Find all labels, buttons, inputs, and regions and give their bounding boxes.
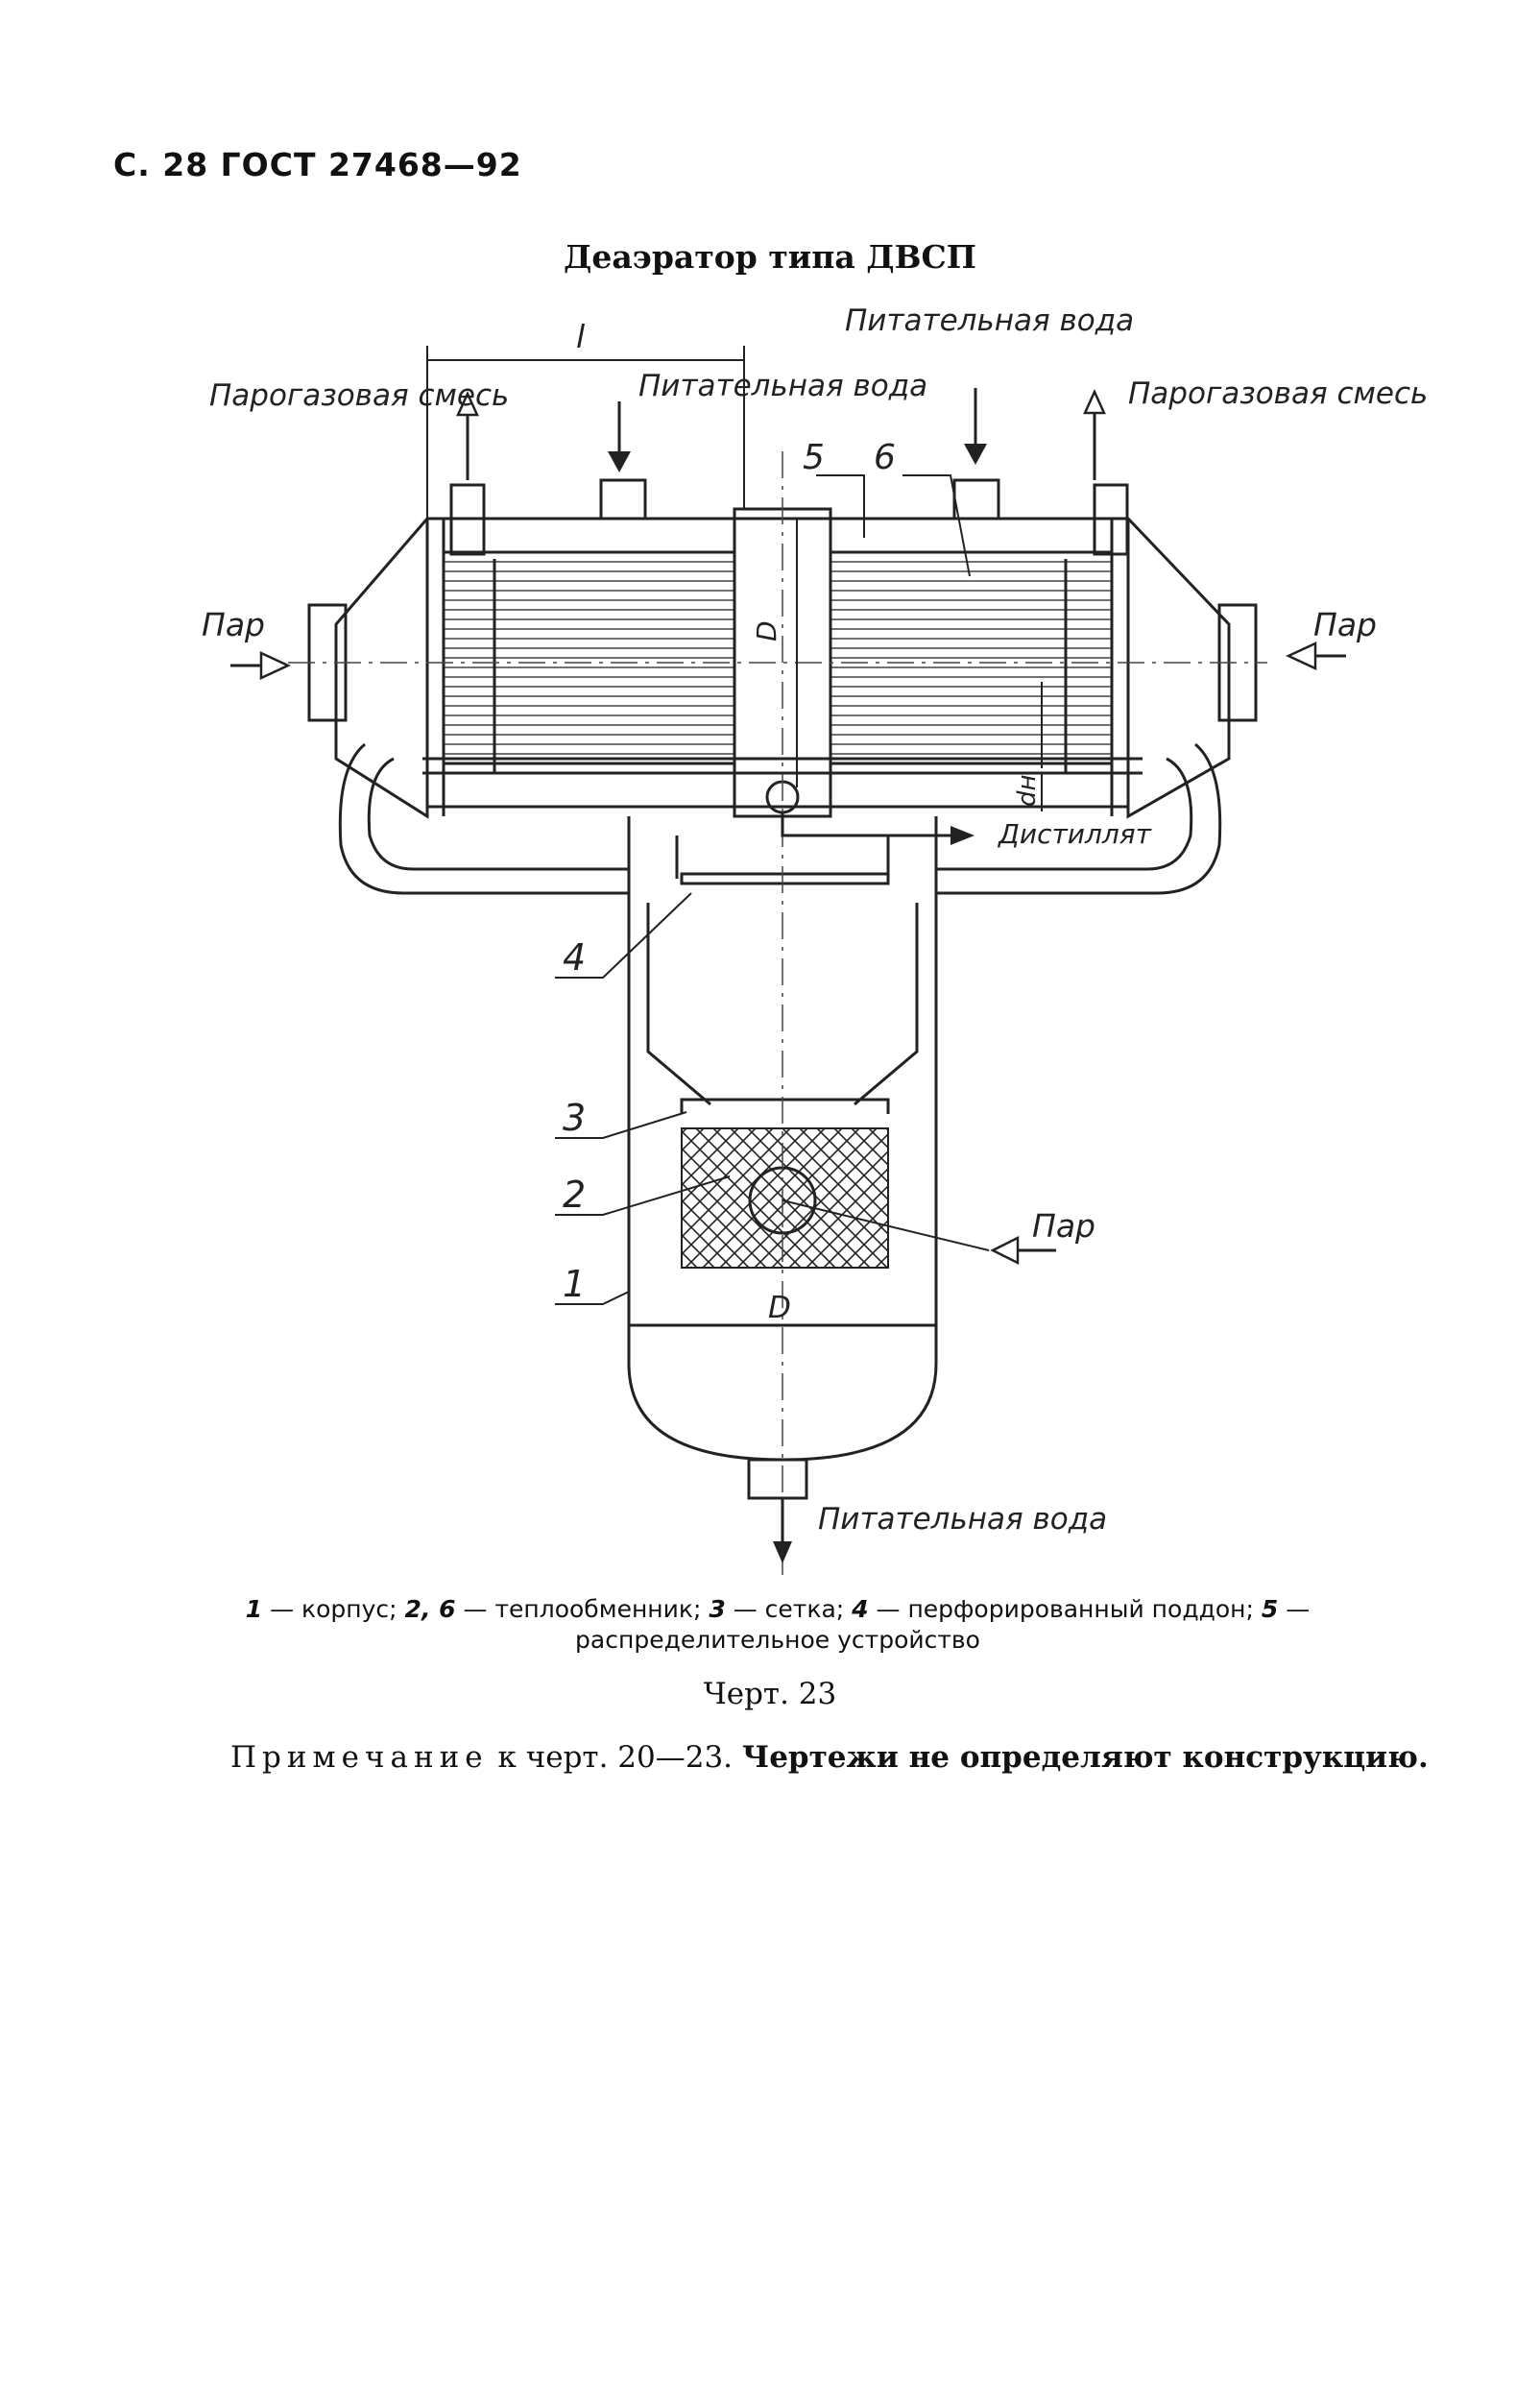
note-emphasis: Чертежи не определяют конструкцию. [741, 1740, 1429, 1775]
legend-num-4: 4 [852, 1595, 869, 1623]
legend-text-1: — корпус; [262, 1595, 405, 1623]
callout-4: 4 [563, 936, 586, 979]
drawing-title: Деаэратор типа ДВСП [564, 238, 976, 276]
label-steam-lower: Пар [1032, 1207, 1095, 1245]
legend-num-1: 1 [245, 1595, 263, 1623]
callout-5: 5 [803, 438, 825, 477]
legend-text-3: — сетка; [725, 1595, 853, 1623]
legend-text-5: — распределительное устройство [575, 1595, 1311, 1654]
callout-2: 2 [563, 1174, 586, 1216]
figure-number: Черт. 23 [703, 1677, 837, 1711]
legend-num-2: 2, 6 [404, 1595, 456, 1623]
label-dim-D-top: D [751, 620, 782, 642]
label-steam-right: Пар [1313, 606, 1377, 643]
figure-legend: 1 — корпус; 2, 6 — теплообменник; 3 — се… [144, 1594, 1411, 1656]
label-top-feed-water-1: Питательная вода [845, 303, 1134, 338]
legend-text-4: — перфорированный поддон; [868, 1595, 1262, 1623]
lower-heat-exchanger [681, 1127, 889, 1269]
note: Примечание к черт. 20—23. Чертежи не опр… [230, 1740, 1429, 1775]
label-distillate: Дистиллят [997, 818, 1152, 850]
label-dim-l: l [576, 318, 585, 355]
perforated-tray [680, 872, 890, 885]
label-top-feed-water: Питательная вода [845, 303, 1134, 338]
label-bottom-feed-water: Питательная вода [818, 1502, 1107, 1537]
callout-6: 6 [874, 438, 896, 477]
label-right-gas-mix: Парогазовая смесь [1128, 376, 1428, 411]
label-steam-left: Пар [202, 606, 265, 643]
callout-1: 1 [563, 1263, 586, 1305]
note-text: к черт. 20—23. [488, 1740, 742, 1775]
label-left-gas-mix: Парогазовая смесь [209, 378, 509, 413]
note-prefix: Примечание [230, 1740, 489, 1775]
callout-3: 3 [563, 1097, 586, 1139]
label-mid-feed-water: Питательная вода [638, 369, 927, 403]
legend-text-2: — теплообменник; [455, 1595, 710, 1623]
legend-num-3: 3 [709, 1595, 726, 1623]
label-dim-dn: dн [1013, 774, 1042, 807]
deaerator-drawing: Питательная вода Питательная вода Парога… [202, 303, 1428, 1575]
legend-num-5: 5 [1261, 1595, 1279, 1623]
page-header: С. 28 ГОСТ 27468—92 [113, 146, 522, 183]
label-dim-D-bottom: D [768, 1291, 791, 1325]
